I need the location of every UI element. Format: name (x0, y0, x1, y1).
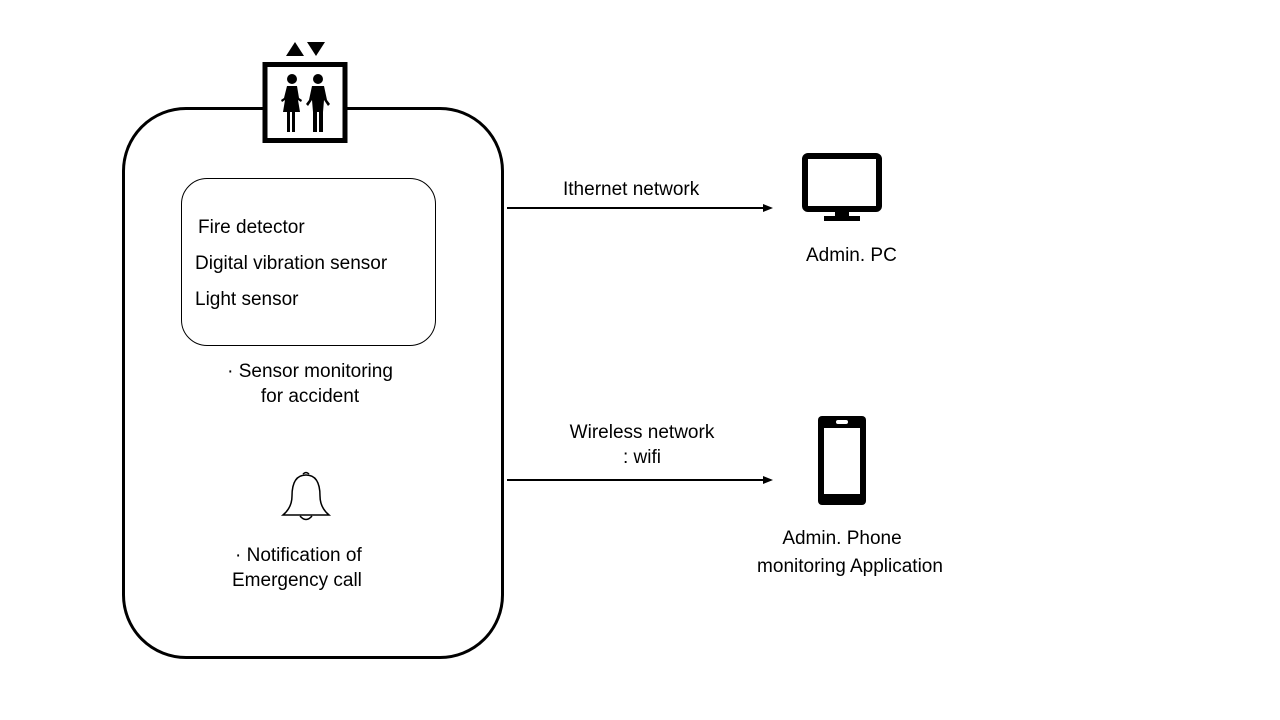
wireless-label-line2: : wifi (623, 447, 661, 468)
sensor-digital-vibration: Digital vibration sensor (195, 253, 388, 274)
smartphone-icon (818, 416, 866, 505)
sensor-monitoring-caption: · Sensor monitoring for accident (190, 359, 430, 409)
wireless-label-line1: Wireless network (569, 422, 715, 443)
sensor-caption-line1: · Sensor monitoring (227, 361, 393, 382)
sensor-fire-detector: Fire detector (198, 217, 305, 238)
sensor-light: Light sensor (195, 289, 299, 310)
ethernet-arrow (507, 204, 773, 212)
monitor-icon (802, 153, 882, 221)
admin-phone-label: Admin. Phone monitoring Application (740, 525, 960, 581)
admin-phone-line1: Admin. Phone (782, 528, 902, 549)
ethernet-network-label: Ithernet network (563, 179, 700, 200)
wireless-arrow (507, 476, 773, 484)
notification-caption-line2: Emergency call (232, 570, 362, 591)
notification-caption-line1: · Notification of (235, 545, 362, 566)
sensor-group-box (181, 178, 436, 346)
admin-pc-label: Admin. PC (806, 245, 897, 266)
elevator-icon (262, 42, 348, 143)
admin-phone-line2: monitoring Application (757, 556, 943, 577)
notification-caption: · Notification of Emergency call (232, 543, 362, 593)
bell-icon (280, 471, 332, 521)
sensor-caption-line2: for accident (260, 386, 360, 407)
wireless-network-label: Wireless network : wifi (542, 420, 742, 470)
